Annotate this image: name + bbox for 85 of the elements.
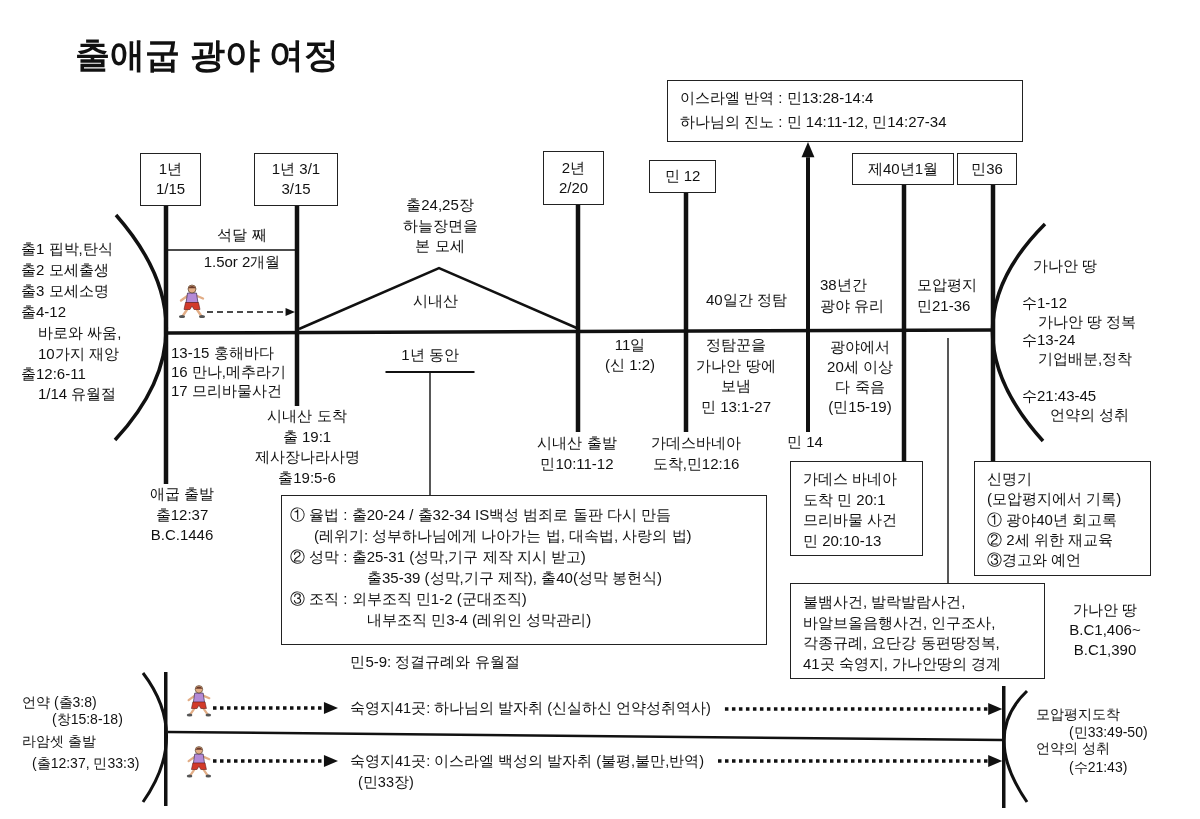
- boundary-bar: [1002, 686, 1006, 808]
- note-text: 라암셋 출발 (출12:37, 민33:3): [22, 732, 140, 773]
- duration-label: 40일간 정탐: [706, 290, 787, 310]
- note-text: 출3 모세소명: [21, 281, 109, 301]
- note-box: [790, 461, 923, 556]
- event-text: 애굽 출발 출12:37 B.C.1446: [149, 484, 215, 546]
- timeline-tick: [575, 205, 581, 432]
- note-text: 기업배분,정착: [1038, 349, 1133, 369]
- note-text: 출12:6-11: [21, 364, 86, 384]
- event-text: 시내산 도착 출 19:1 제사장나라사명 출19:5-6: [254, 406, 360, 488]
- note-text: 민5-9: 정결규례와 유월절: [350, 652, 520, 672]
- date-box: 민36: [957, 153, 1017, 185]
- boundary-bar: [164, 672, 168, 806]
- place-label: 가나안 땅: [1033, 256, 1098, 276]
- note-text: 이스라엘 반역 : 민13:28-14:4: [680, 88, 874, 108]
- divider-line: [167, 730, 1003, 742]
- note-text: 신명기: [987, 469, 1032, 489]
- note-text: 가나안 땅 정복: [1038, 312, 1137, 332]
- duration-label: 38년간 광야 유리: [820, 275, 885, 316]
- dotted-arrow: [718, 755, 1003, 767]
- route-text: 숙영지41곳: 이스라엘 백성의 발자취 (불평,불만,반역) (민33장): [338, 751, 718, 792]
- mountain-label: 시내산: [412, 291, 458, 311]
- note-text: 수13-24: [1022, 330, 1076, 350]
- note-text: ② 2세 위한 재교육: [987, 529, 1113, 550]
- note-text: 13-15 홍해바다: [171, 343, 274, 363]
- note-text: 수1-12: [1022, 293, 1068, 313]
- dotted-arrow: [724, 703, 1003, 715]
- note-text: 하나님의 진노 : 민 14:11-12, 민14:27-34: [680, 112, 947, 132]
- timeline-tick: [901, 185, 907, 461]
- note-text: 정탐꾼을 가나안 땅에 보냄 민 13:1-27: [696, 335, 776, 418]
- date-box: 민 12: [649, 160, 716, 193]
- place-label: 모압평지 민21-36: [917, 275, 977, 316]
- dotted-arrow: [213, 702, 338, 714]
- note-text: 언약 (출3:8) (창15:8-18): [22, 694, 123, 728]
- note-text: 모압평지도착 (민33:49-50): [1036, 706, 1148, 741]
- date-box: 2년 2/20: [543, 151, 604, 205]
- period-label: 1년 동안: [385, 345, 475, 373]
- event-text: 가데스바네아 도착,민12:16: [651, 432, 741, 474]
- event-text: 시내산 출발 민10:11-12: [537, 432, 617, 474]
- note-text: 출1 핍박,탄식: [21, 239, 113, 259]
- timeline-tick: [990, 185, 996, 461]
- leader-line: [947, 337, 949, 584]
- leader-line: [429, 372, 431, 496]
- note-text: ① 율법 : 출20-24 / 출32-34 IS백성 범죄로 돌판 다시 만듬: [290, 505, 671, 525]
- timeline-tick: [683, 193, 689, 432]
- route-text: 숙영지41곳: 하나님의 발자취 (신실하신 언약성취역사): [338, 698, 725, 718]
- note-text: 출24,25장 하늘장면을 본 모세: [402, 195, 478, 256]
- timeline-tick: [294, 206, 300, 406]
- note-text: 수21:43-45: [1022, 386, 1097, 406]
- note-box: 불뱀사건, 발락발람사건, 바알브올음행사건, 인구조사, 각종규례, 요단강 동편땅정복, 41곳 숙영지, 가나안땅의 경계: [790, 583, 1045, 679]
- note-text: ③ 조직 : 외부조직 민1-2 (군대조직): [290, 589, 527, 609]
- note-text: 16 만나,메추라기: [171, 362, 287, 382]
- note-text: 출35-39 (성막,기구 제작), 출40(성막 봉헌식): [367, 568, 663, 588]
- note-text: ③경고와 예언: [987, 550, 1082, 571]
- note-text: 므리바물 사건 민 20:10-13: [803, 510, 898, 551]
- title: 출애굽 광야 여정: [75, 34, 340, 76]
- note-text: 가데스 바네아 도착 민 20:1: [803, 469, 898, 510]
- date-box: 1년 3/1 3/15: [254, 153, 338, 206]
- note-text: 1/14 유월절: [38, 384, 117, 404]
- duration-label: 1.5or 2개월: [203, 252, 281, 272]
- dashed-arrow: [206, 308, 295, 316]
- reference-text: 민 14: [787, 432, 823, 452]
- note-text: 출4-12: [21, 302, 67, 322]
- date-box: 1년 1/15: [140, 153, 201, 206]
- note-text: 언약의 성취 (수21:43): [1036, 740, 1128, 777]
- note-text: (모압평지에서 기록): [987, 489, 1122, 510]
- note-text: 내부조직 민3-4 (레위인 성막관리): [367, 610, 592, 630]
- note-text: 언약의 성취: [1050, 405, 1130, 425]
- duration-label: 석달 째: [217, 225, 267, 245]
- date-box: 제40년1월: [852, 153, 954, 185]
- note-box: [281, 495, 767, 645]
- note-text: ① 광야40년 회고록: [987, 509, 1118, 530]
- note-text: 바로와 싸움, 10가지 재앙: [38, 323, 122, 364]
- timeline-tick: [163, 206, 169, 484]
- note-box: [667, 80, 1023, 142]
- dotted-arrow: [213, 755, 338, 767]
- arrow: [801, 142, 815, 432]
- note-text: 광야에서 20세 이상 다 죽음 (민15-19): [827, 337, 893, 417]
- note-text: ② 성막 : 출25-31 (성막,기구 제작 지시 받고): [290, 547, 586, 567]
- note-box: [974, 461, 1151, 576]
- note-text: 17 므리바물사건: [171, 381, 282, 401]
- duration-label: 11일 (신 1:2): [605, 335, 655, 375]
- note-text: 출2 모세출생: [21, 260, 109, 280]
- note-text: (레위기: 성부하나님에게 나아가는 법, 대속법, 사랑의 법): [314, 526, 692, 546]
- date-range-label: 가나안 땅 B.C1,406~ B.C1,390: [1069, 600, 1141, 660]
